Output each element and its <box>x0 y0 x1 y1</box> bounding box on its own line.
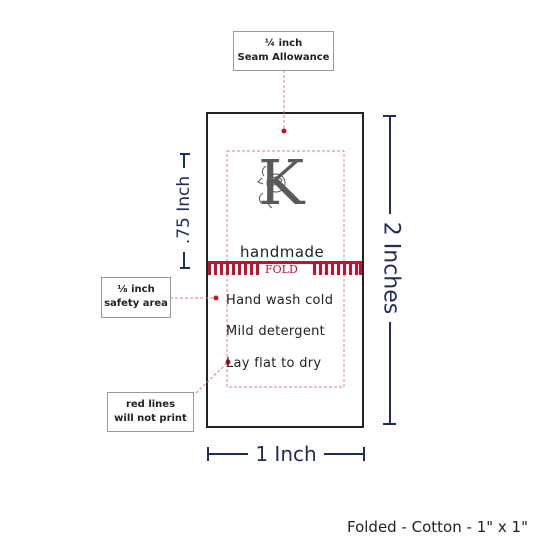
brand-text: handmade <box>240 243 325 261</box>
safety-area-callout: ⅛ inch safety area <box>101 277 171 318</box>
red-lines-line2: will not print <box>114 413 187 424</box>
care-line-2: Mild detergent <box>226 324 326 339</box>
safety-area-line2: safety area <box>104 298 168 309</box>
seam-allowance-callout: ¼ inch Seam Allowance <box>233 31 334 71</box>
red-lines-callout: red lines will not print <box>107 392 194 432</box>
footer-caption: Folded - Cotton - 1" x 1" <box>346 518 528 536</box>
red-lines-dot <box>225 359 231 365</box>
safety-area-line1: ⅛ inch <box>117 284 155 295</box>
label-outline <box>206 112 364 428</box>
fold-text: FOLD <box>265 263 298 276</box>
dimension-width-label: 1 Inch <box>255 442 317 466</box>
dimension-top-height <box>180 153 190 269</box>
dimension-total-height <box>383 115 396 425</box>
seam-allowance-line1: ¼ inch <box>264 38 303 49</box>
dimension-total-height-label: 2 Inches <box>378 221 404 315</box>
seam-allowance-dot <box>281 128 287 134</box>
red-lines-line1: red lines <box>125 399 176 410</box>
dimension-top-height-label: .75 Inch <box>174 175 194 245</box>
care-line-1: Hand wash cold <box>226 293 334 308</box>
seam-allowance-line2: Seam Allowance <box>237 52 330 63</box>
dimension-width <box>207 447 365 461</box>
red-lines-leader <box>195 361 229 394</box>
rose-icon <box>257 165 293 209</box>
safety-area-dot <box>213 295 219 301</box>
monogram-letter: K <box>258 146 305 219</box>
care-line-3: Lay flat to dry <box>226 356 322 371</box>
fold-line <box>208 261 362 275</box>
